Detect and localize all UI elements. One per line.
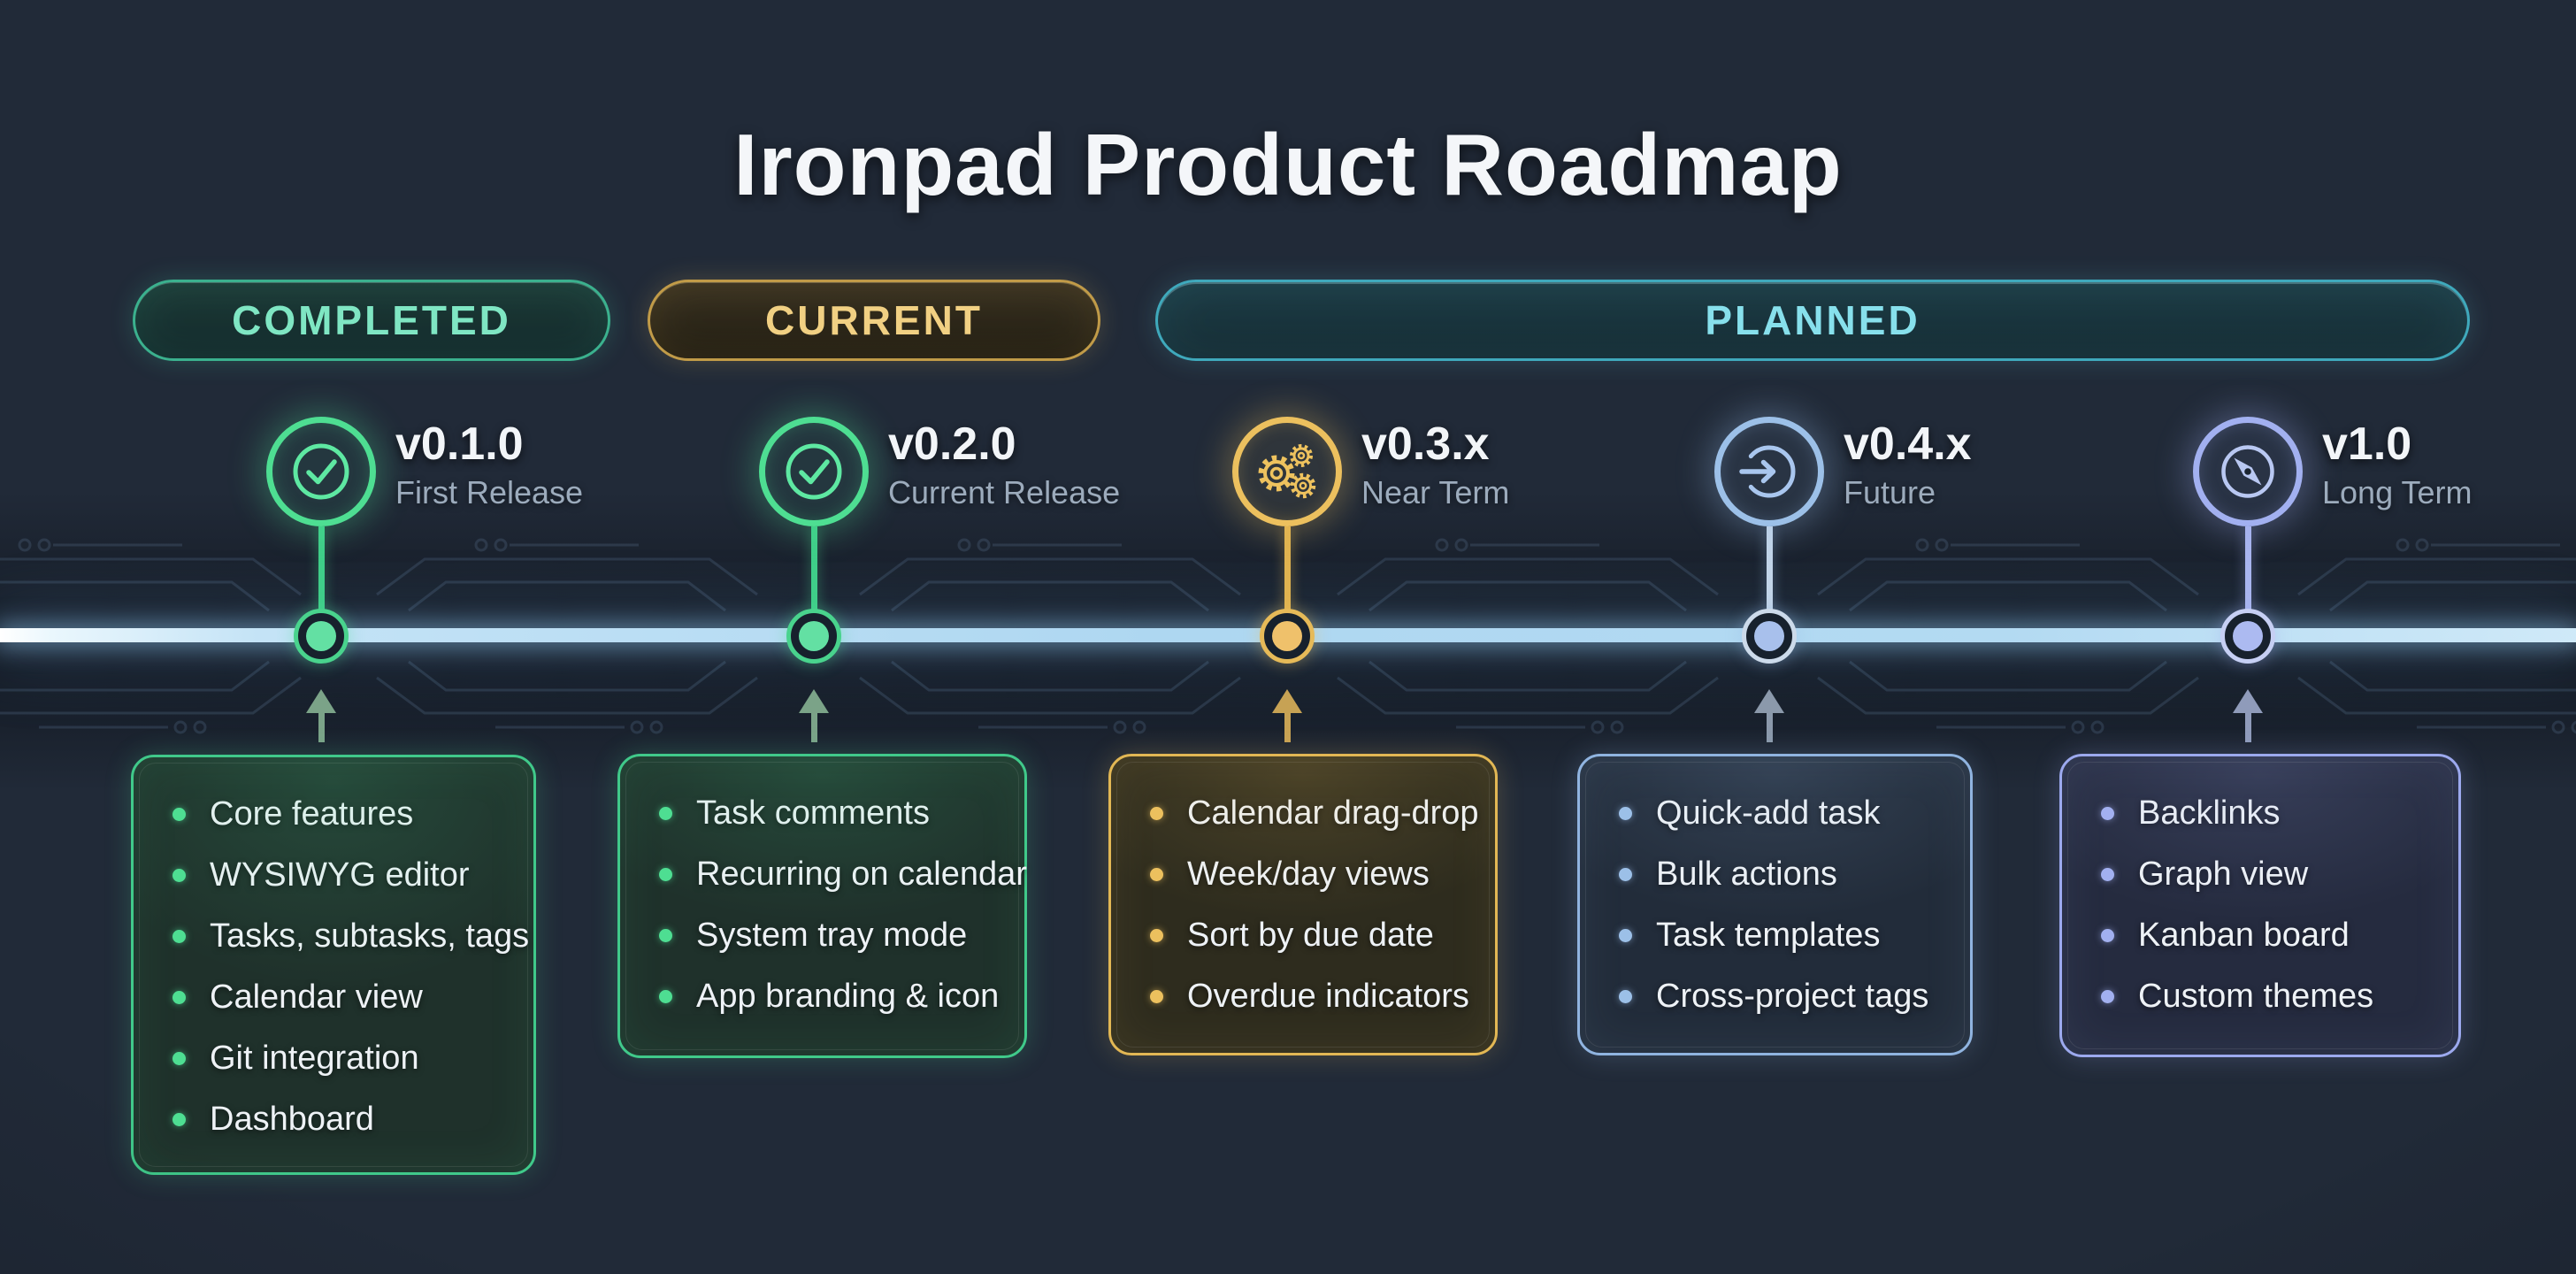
bullet-icon bbox=[172, 1113, 186, 1126]
feature-item: Backlinks bbox=[2101, 783, 2441, 844]
feature-item: Quick-add task bbox=[1619, 783, 1952, 844]
bullet-icon bbox=[172, 808, 186, 821]
feature-item: Week/day views bbox=[1150, 844, 1477, 905]
feature-item: Overdue indicators bbox=[1150, 966, 1477, 1027]
up-arrow-icon bbox=[1272, 689, 1302, 742]
bullet-icon bbox=[2101, 868, 2114, 881]
version-label: v0.2.0 bbox=[888, 418, 1016, 470]
arrow-into-circle-icon bbox=[1714, 417, 1824, 526]
bullet-icon bbox=[1150, 868, 1163, 881]
bullet-icon bbox=[1619, 807, 1632, 820]
bullet-icon bbox=[1150, 807, 1163, 820]
connector-line bbox=[2244, 526, 2251, 610]
version-subtitle: Long Term bbox=[2322, 474, 2472, 511]
feature-item: Graph view bbox=[2101, 844, 2441, 905]
feature-card: Quick-add task Bulk actions Task templat… bbox=[1577, 754, 1973, 1055]
feature-item: Dashboard bbox=[172, 1089, 516, 1150]
version-label: v1.0 bbox=[2322, 418, 2412, 470]
bullet-icon bbox=[1150, 990, 1163, 1003]
feature-item: Sort by due date bbox=[1150, 905, 1477, 966]
page-title: Ironpad Product Roadmap bbox=[733, 115, 1843, 213]
check-circle-icon bbox=[759, 417, 869, 526]
bullet-icon bbox=[2101, 929, 2114, 942]
check-circle-icon bbox=[266, 417, 376, 526]
bullet-icon bbox=[172, 930, 186, 943]
feature-item: App branding & icon bbox=[659, 966, 1007, 1027]
version-label: v0.4.x bbox=[1844, 418, 1972, 470]
connector-line bbox=[810, 526, 817, 610]
phase-badge-label: PLANNED bbox=[1705, 297, 1920, 343]
bullet-icon bbox=[2101, 807, 2114, 820]
feature-item: System tray mode bbox=[659, 905, 1007, 966]
bullet-icon bbox=[1619, 990, 1632, 1003]
feature-item: Custom themes bbox=[2101, 966, 2441, 1027]
connector-line bbox=[1766, 526, 1773, 610]
feature-item: Core features bbox=[172, 784, 516, 845]
bullet-icon bbox=[1619, 929, 1632, 942]
bullet-icon bbox=[2101, 990, 2114, 1003]
up-arrow-icon bbox=[306, 689, 336, 742]
phase-badge-completed: COMPLETED bbox=[133, 280, 610, 361]
phase-badge-planned: PLANNED bbox=[1155, 280, 2470, 361]
version-label: v0.1.0 bbox=[395, 418, 524, 470]
version-subtitle: Future bbox=[1844, 474, 1936, 511]
version-subtitle: First Release bbox=[395, 474, 584, 511]
bullet-icon bbox=[1150, 929, 1163, 942]
up-arrow-icon bbox=[1754, 689, 1784, 742]
feature-item: Recurring on calendar bbox=[659, 844, 1027, 905]
feature-item: Task templates bbox=[1619, 905, 1952, 966]
timeline-node bbox=[1260, 609, 1315, 664]
up-arrow-icon bbox=[2233, 689, 2263, 742]
feature-card: Core features WYSIWYG editor Tasks, subt… bbox=[131, 755, 536, 1175]
phase-badge-label: CURRENT bbox=[765, 297, 983, 343]
version-label: v0.3.x bbox=[1361, 418, 1490, 470]
timeline-node bbox=[294, 609, 349, 664]
feature-card: Backlinks Graph view Kanban board Custom… bbox=[2059, 754, 2461, 1057]
feature-card: Task comments Recurring on calendar Syst… bbox=[617, 754, 1027, 1058]
up-arrow-icon bbox=[799, 689, 829, 742]
bullet-icon bbox=[659, 807, 672, 820]
bullet-icon bbox=[172, 869, 186, 882]
timeline-node bbox=[1742, 609, 1797, 664]
feature-item: Bulk actions bbox=[1619, 844, 1952, 905]
feature-item: Calendar drag-drop bbox=[1150, 783, 1479, 844]
connector-line bbox=[318, 526, 325, 610]
feature-item: Calendar view bbox=[172, 967, 516, 1028]
timeline-node bbox=[786, 609, 841, 664]
feature-card: Calendar drag-drop Week/day views Sort b… bbox=[1108, 754, 1498, 1055]
feature-item: Git integration bbox=[172, 1028, 516, 1089]
compass-icon bbox=[2193, 417, 2303, 526]
version-subtitle: Current Release bbox=[888, 474, 1121, 511]
phase-badge-label: COMPLETED bbox=[232, 297, 511, 343]
timeline-node bbox=[2220, 609, 2275, 664]
version-subtitle: Near Term bbox=[1361, 474, 1510, 511]
feature-item: WYSIWYG editor bbox=[172, 845, 516, 906]
feature-item: Task comments bbox=[659, 783, 1007, 844]
gears-icon bbox=[1232, 417, 1342, 526]
bullet-icon bbox=[172, 991, 186, 1004]
feature-item: Cross-project tags bbox=[1619, 966, 1952, 1027]
bullet-icon bbox=[659, 929, 672, 942]
bullet-icon bbox=[1619, 868, 1632, 881]
feature-item: Kanban board bbox=[2101, 905, 2441, 966]
phase-badge-current: CURRENT bbox=[648, 280, 1100, 361]
bullet-icon bbox=[659, 990, 672, 1003]
bullet-icon bbox=[659, 868, 672, 881]
feature-item: Tasks, subtasks, tags bbox=[172, 906, 529, 967]
connector-line bbox=[1284, 526, 1291, 610]
bullet-icon bbox=[172, 1052, 186, 1065]
